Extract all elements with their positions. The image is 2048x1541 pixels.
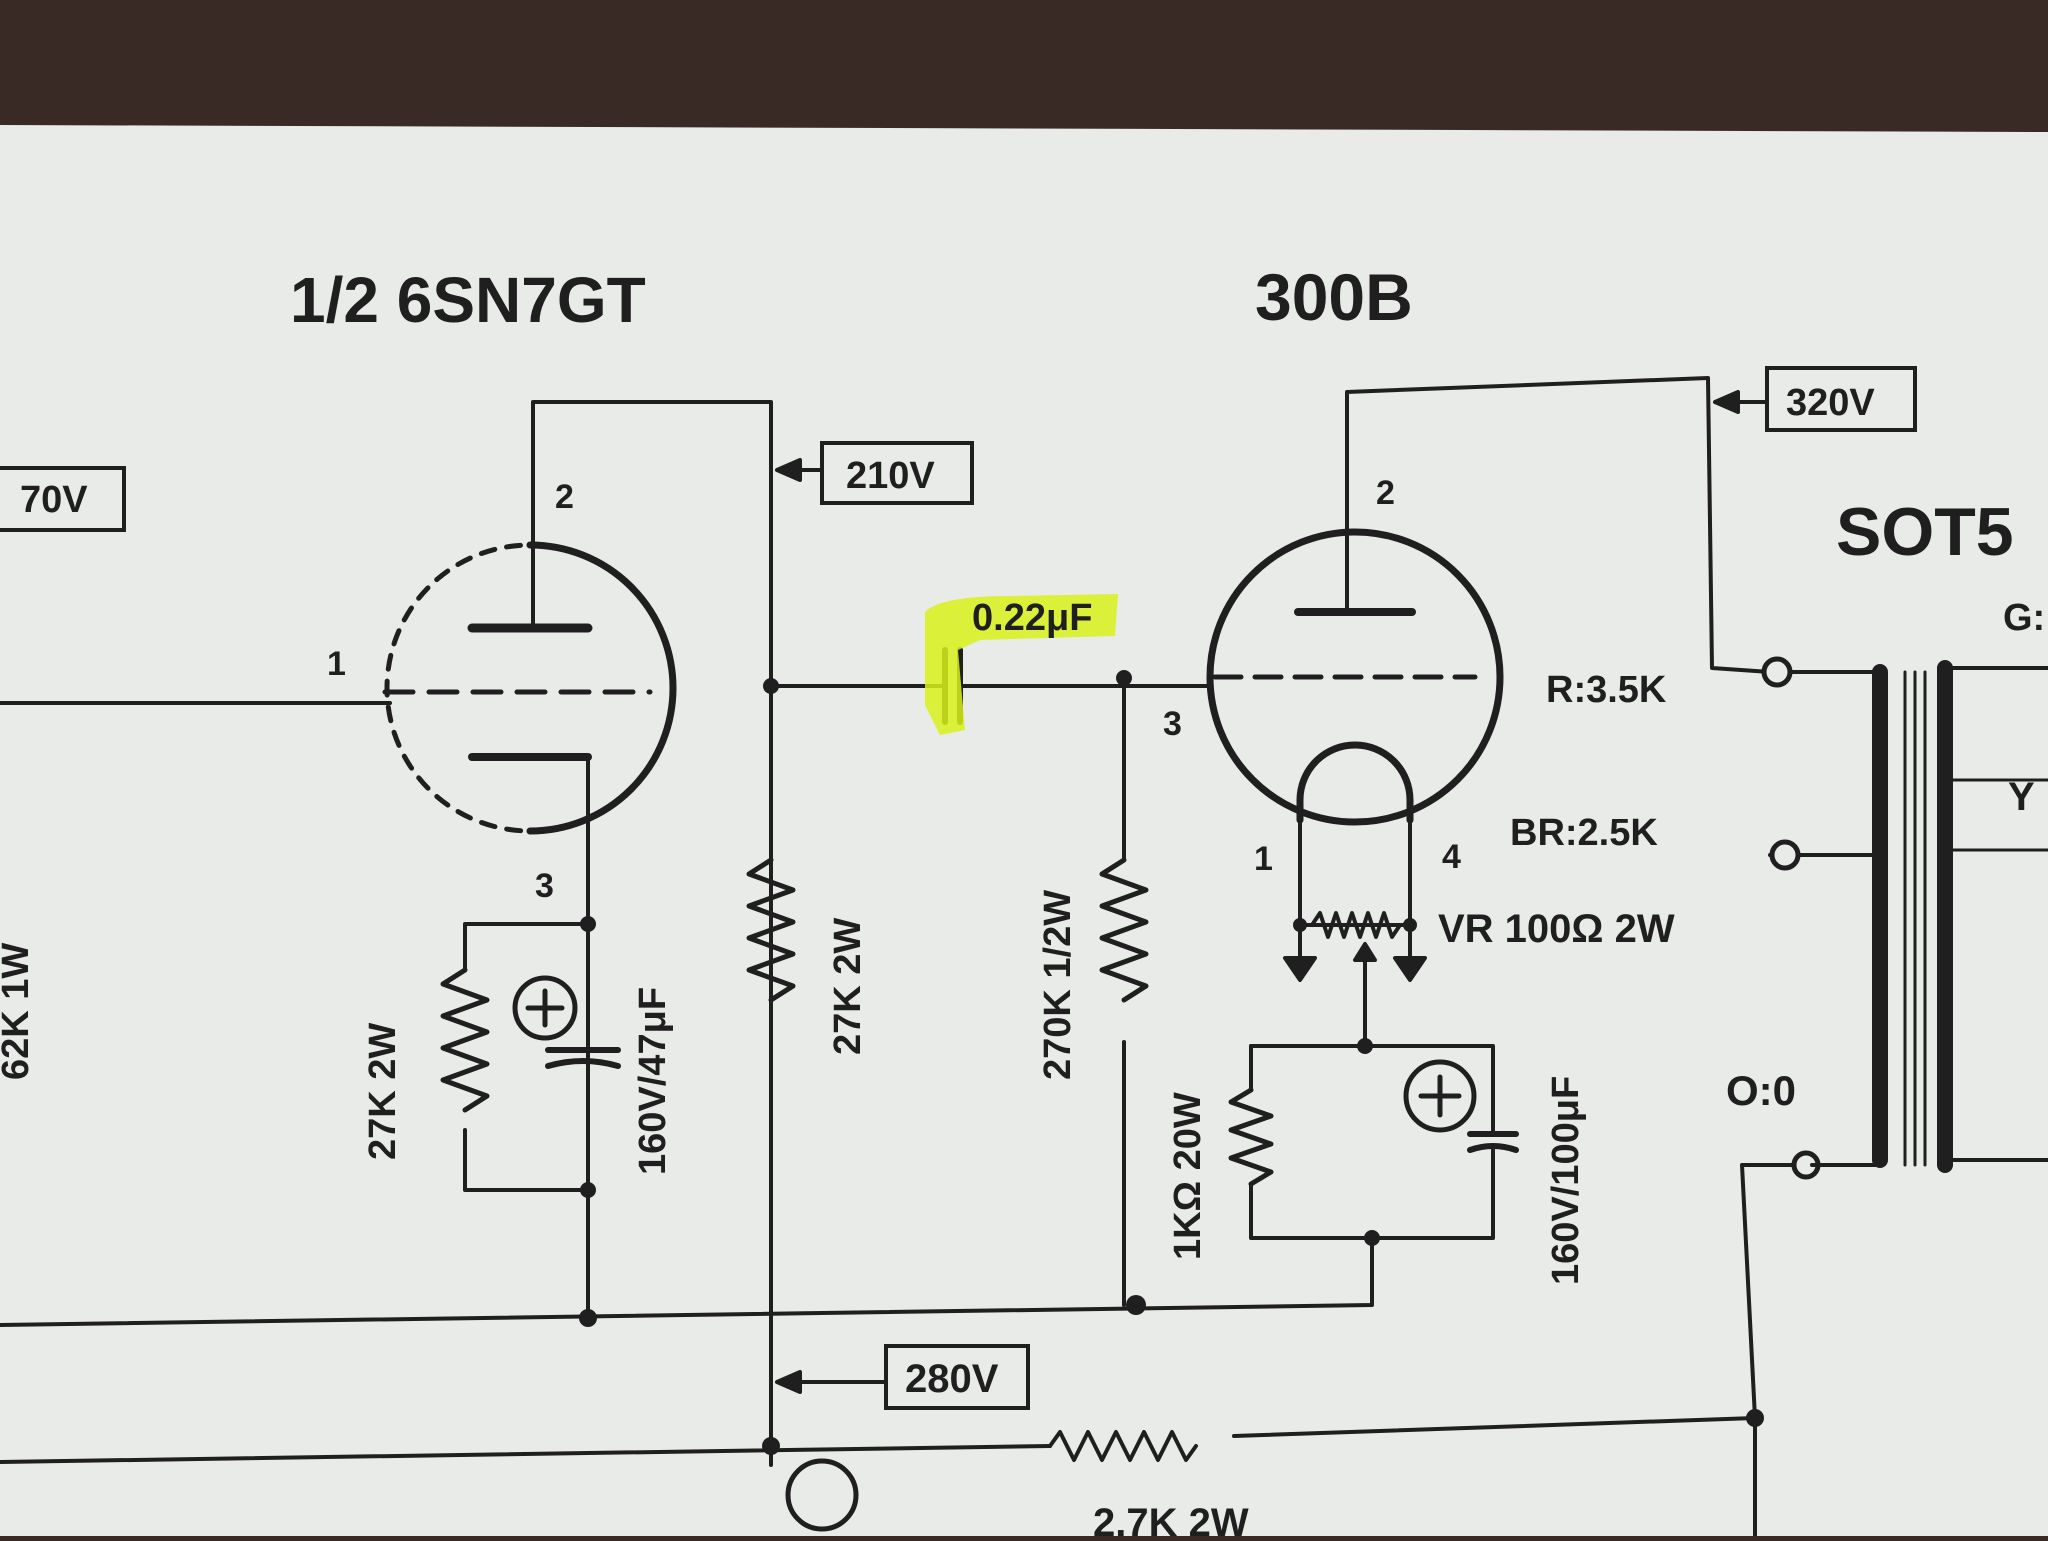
output-tube-label: 300B bbox=[1255, 260, 1413, 334]
voltage-box-280v bbox=[884, 1344, 1030, 1410]
voltage-210v: 210V bbox=[846, 455, 935, 497]
grid-leak-label: 270K 1/2W bbox=[1037, 890, 1079, 1080]
bias-cap-label: 160V/100μF bbox=[1545, 1076, 1587, 1285]
driver-pin-3: 3 bbox=[535, 867, 554, 905]
voltage-box-210v bbox=[820, 441, 974, 505]
output-tube-symbol bbox=[1206, 528, 1504, 826]
left-resistor-label: 62K 1W bbox=[0, 943, 37, 1080]
paper-sheet bbox=[0, 125, 2048, 1536]
cathode-resistor-label: 27K 2W bbox=[362, 1023, 404, 1160]
cathode-cap-label: 160V/47μF bbox=[632, 987, 674, 1175]
highlight-mark bbox=[925, 594, 1118, 735]
output-transformer-symbol bbox=[1788, 660, 2048, 1173]
driver-tube-symbol bbox=[382, 541, 677, 835]
driver-pin-1: 1 bbox=[327, 645, 346, 683]
plate-load-label: 27K 2W bbox=[827, 918, 869, 1055]
bias-resistor-label: 1KΩ 20W bbox=[1167, 1092, 1209, 1260]
transformer-label: SOT5 bbox=[1836, 494, 2014, 570]
voltage-box-320v bbox=[1765, 366, 1917, 432]
tap-y-label: Y bbox=[2008, 775, 2035, 819]
driver-pin-2: 2 bbox=[555, 478, 574, 516]
voltage-320v: 320V bbox=[1786, 382, 1875, 424]
voltage-box-70v bbox=[0, 466, 126, 532]
output-pin-2: 2 bbox=[1376, 474, 1395, 512]
tap-o-label: O:0 bbox=[1726, 1067, 1796, 1114]
hum-pot-label: VR 100Ω 2W bbox=[1438, 907, 1675, 951]
dropper-label: 2.7K 2W bbox=[1093, 1501, 1249, 1536]
tap-g-label: G: bbox=[2003, 597, 2045, 639]
voltage-280v: 280V bbox=[905, 1357, 999, 1401]
tap-r-label: R:3.5K bbox=[1546, 669, 1667, 711]
voltage-70v: 70V bbox=[20, 479, 88, 521]
output-pin-1: 1 bbox=[1254, 840, 1273, 878]
tap-br-label: BR:2.5K bbox=[1510, 812, 1658, 854]
output-pin-3: 3 bbox=[1163, 705, 1182, 743]
coupling-cap-label: 0.22μF bbox=[972, 597, 1092, 639]
driver-tube-label: 1/2 6SN7GT bbox=[290, 264, 646, 336]
output-pin-4: 4 bbox=[1442, 838, 1461, 876]
